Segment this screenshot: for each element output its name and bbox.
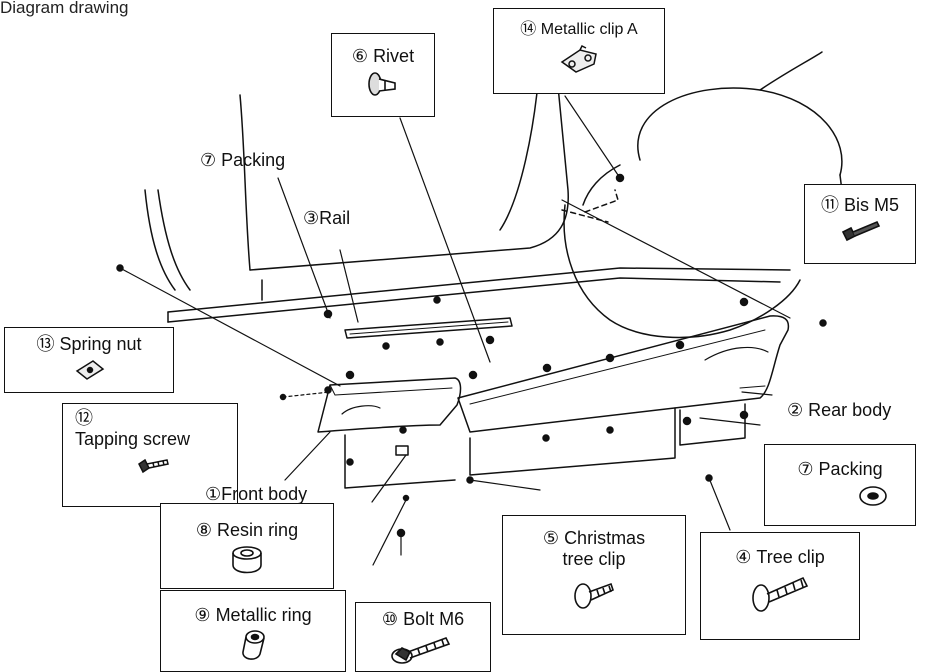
callout-bis-m5: ⑪ Bis M5 [804,184,916,264]
part-name: Spring nut [59,334,142,354]
callout-tree-clip: ④ Tree clip [700,532,860,640]
part-name: Rivet [373,46,415,66]
part-name: Metallic ring [215,605,312,625]
part-name: Front body [221,484,308,504]
callout-rivet: ⑥ Rivet [331,33,435,117]
part-number: ⑩ [381,609,399,629]
bolt-icon [841,220,881,242]
part-number: ⑭ [520,21,537,38]
part-number: ④ [735,547,752,567]
part-number: ⑬ [36,334,55,354]
part-name: Christmas [564,528,646,548]
spring-nut-icon [75,360,105,380]
label-front-body: ①Front body [205,484,307,505]
callout-bolt-m6: ⑩ Bolt M6 [355,602,491,672]
diagram-header: Diagram drawing [0,0,129,17]
label-packing-top: ⑦ Packing [200,150,285,171]
callout-resin-ring: ⑧ Resin ring [160,503,334,589]
part-number: ⑥ [351,46,369,66]
part-name: Resin ring [217,520,299,540]
metallic-ring-icon [242,630,265,660]
bolt-m6-icon [391,637,451,664]
label-rear-body: ② Rear body [787,400,891,421]
callout-metallic-ring: ⑨ Metallic ring [160,590,346,672]
part-name: Metallic clip A [540,21,638,38]
callout-metallic-clip-a: ⑭ Metallic clip A [493,8,665,94]
part-number: ⑦ [797,459,814,479]
part-number: ① [205,484,222,504]
part-number: ⑧ [195,520,213,540]
part-name: Tree clip [756,547,825,567]
resin-ring-icon [232,546,262,574]
part-name: Packing [221,150,286,170]
part-name: Tapping screw [75,429,191,449]
part-number: ⑪ [820,195,839,215]
rivet-icon [368,72,396,96]
part-number: ③ [303,208,320,228]
callout-packing: ⑦ Packing [764,444,916,526]
part-number: ⑨ [194,605,211,625]
part-number: ⑦ [200,150,217,170]
callout-christmas-tree-clip: ⑤ Christmas tree clip [502,515,686,635]
part-name: Rear body [808,400,892,420]
christmas-tree-clip-icon [574,582,614,609]
part-number: ⑫ [75,408,93,428]
tree-clip-icon [752,576,809,612]
packing-icon [859,486,887,506]
part-number: ⑤ [542,528,560,548]
part-name: Rail [319,208,351,228]
tapping-screw-icon [138,458,169,474]
part-name: Packing [818,459,883,479]
part-name: Bolt M6 [403,609,465,629]
metallic-clip-icon [560,44,597,73]
callout-tapping-screw: ⑫ Tapping screw [62,403,238,507]
callout-spring-nut: ⑬ Spring nut [4,327,174,393]
part-name: Bis M5 [844,195,900,215]
label-rail: ③Rail [303,208,350,229]
part-number: ② [787,400,804,420]
part-name-line2: tree clip [562,549,626,569]
